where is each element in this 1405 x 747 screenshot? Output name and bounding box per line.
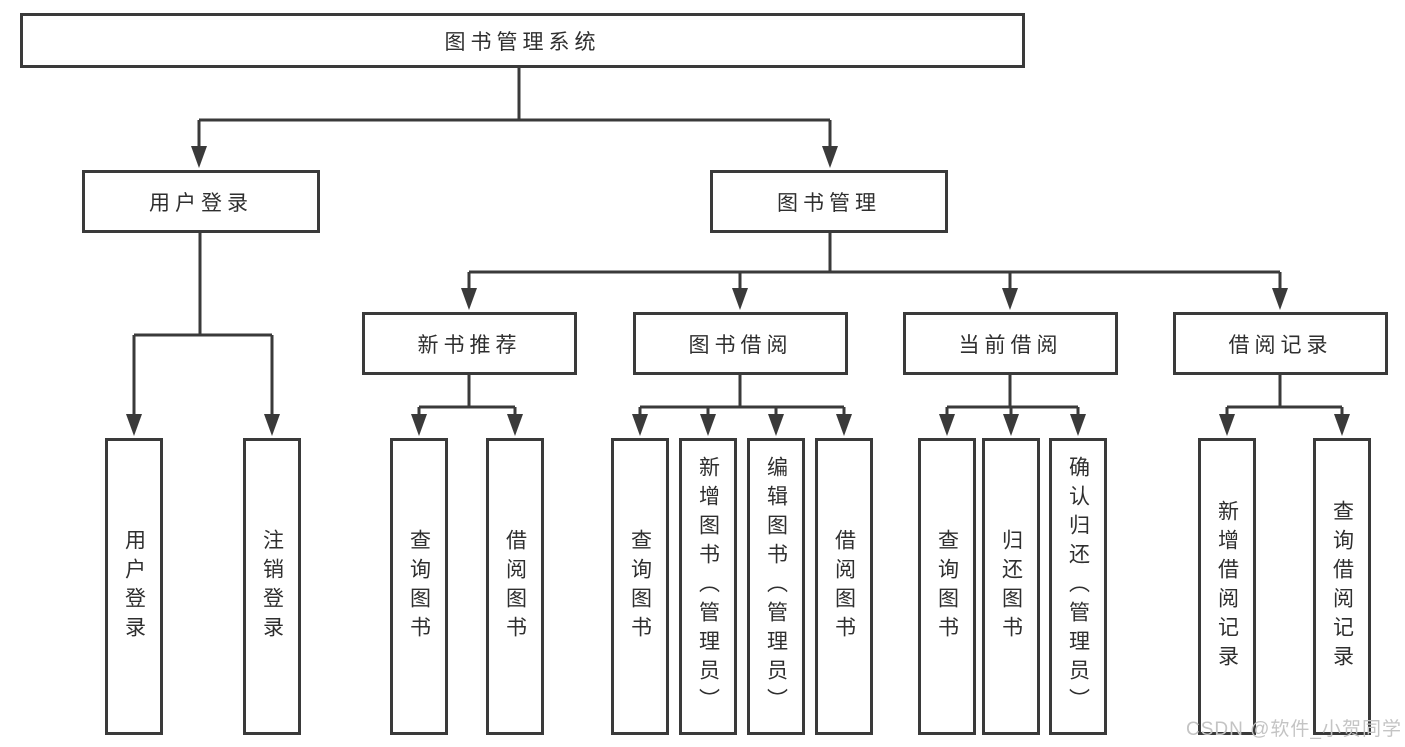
node-borrowing-records: 借阅记录 xyxy=(1173,312,1388,375)
node-book-management: 图书管理 xyxy=(710,170,948,233)
leaf-borrowing-borrow-books: 借阅图书 xyxy=(815,438,873,735)
leaf-current-confirm-return: 确认归还（管理员） xyxy=(1049,438,1107,735)
node-new-book-recommend: 新书推荐 xyxy=(362,312,577,375)
csdn-watermark: CSDN @软件_小贺同学 xyxy=(1186,719,1402,740)
node-book-borrowing: 图书借阅 xyxy=(633,312,848,375)
leaf-current-query-books: 查询图书 xyxy=(918,438,976,735)
leaf-records-add-record: 新增借阅记录 xyxy=(1198,438,1256,735)
leaf-borrowing-query-books: 查询图书 xyxy=(611,438,669,735)
connector-stems xyxy=(132,67,1344,420)
leaf-current-return-books: 归还图书 xyxy=(982,438,1040,735)
node-root: 图书管理系统 xyxy=(20,13,1025,68)
node-user-login: 用户登录 xyxy=(82,170,320,233)
node-current-borrowing: 当前借阅 xyxy=(903,312,1118,375)
leaf-recommend-query-books: 查询图书 xyxy=(390,438,448,735)
leaf-records-query-record: 查询借阅记录 xyxy=(1313,438,1371,735)
leaf-recommend-borrow-books: 借阅图书 xyxy=(486,438,544,735)
leaf-user-login: 用户登录 xyxy=(105,438,163,735)
leaf-borrowing-edit-books: 编辑图书（管理员） xyxy=(747,438,805,735)
arrowheads xyxy=(126,146,1350,436)
leaf-borrowing-add-books: 新增图书（管理员） xyxy=(679,438,737,735)
leaf-logout: 注销登录 xyxy=(243,438,301,735)
